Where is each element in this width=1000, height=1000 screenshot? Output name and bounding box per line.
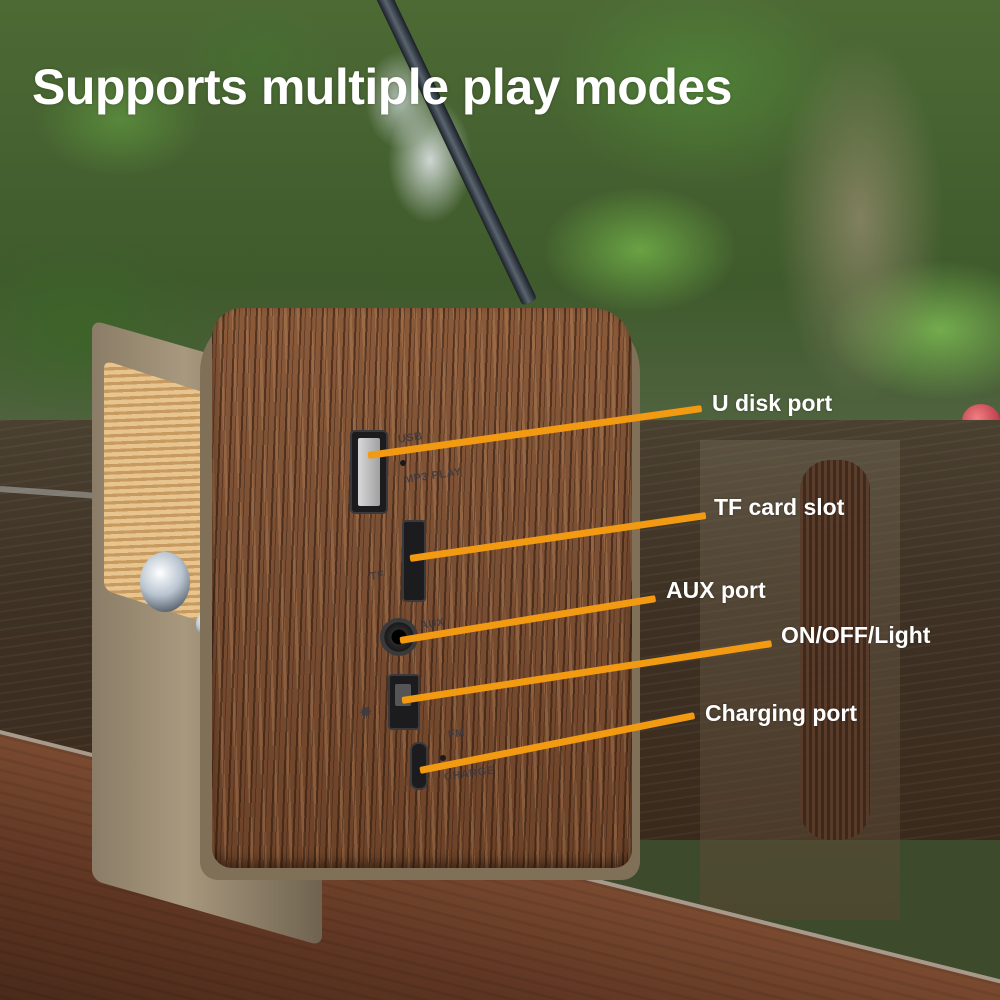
aux-jack <box>380 618 418 656</box>
fm-label: FM <box>447 726 466 742</box>
headline: Supports multiple play modes <box>32 59 733 115</box>
light-icon: ✹ <box>358 703 374 721</box>
callout-label: AUX port <box>666 577 766 603</box>
callout-label: U disk port <box>712 390 833 416</box>
usb-port-tongue <box>358 438 380 506</box>
play-led <box>400 460 406 466</box>
usb-port <box>350 430 388 514</box>
tuning-knob <box>140 552 190 612</box>
charge-led <box>440 755 446 761</box>
callout-label: Charging port <box>705 700 858 726</box>
radio-reflection <box>800 460 870 840</box>
callout-label: TF card slot <box>714 494 845 520</box>
tf-card-slot <box>402 520 426 602</box>
tf-label: TF <box>369 569 386 583</box>
callout-label: ON/OFF/Light <box>781 622 931 648</box>
